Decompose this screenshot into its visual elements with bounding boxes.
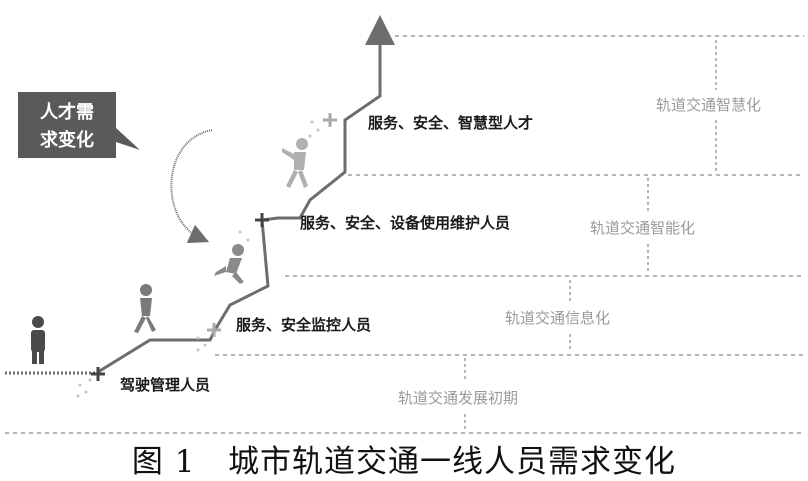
plus-icon <box>91 367 105 381</box>
figure-number: 图 1 <box>131 444 196 480</box>
level-guides <box>5 35 804 434</box>
stage-label-intel: 轨道交通智能化 <box>590 219 695 237</box>
curved-arrow <box>170 129 213 243</box>
callout-box: 人才需 求变化 <box>18 92 140 158</box>
growth-staircase <box>5 15 395 375</box>
stage-label-smart: 轨道交通智慧化 <box>656 96 761 114</box>
figure-title: 城市轨道交通一线人员需求变化 <box>228 444 677 480</box>
standing-person-icon <box>31 316 45 364</box>
callout-line-2: 求变化 <box>40 129 94 151</box>
plus-icon <box>207 323 221 337</box>
role-label-r1: 驾驶管理人员 <box>120 376 210 394</box>
climbing-person-icon <box>282 138 308 188</box>
plus-icon <box>255 213 269 227</box>
plus-icon <box>323 113 337 127</box>
stair-path <box>97 15 395 374</box>
running-person-icon <box>214 244 244 284</box>
role-label-r4: 服务、安全、智慧型人才 <box>368 114 533 132</box>
stage-label-initial: 轨道交通发展初期 <box>398 389 518 407</box>
walking-person-icon <box>134 284 156 333</box>
callout-line-1: 人才需 <box>40 101 94 123</box>
stage-separators <box>464 40 717 430</box>
figure-caption: 图 1 城市轨道交通一线人员需求变化 <box>0 436 808 481</box>
sparkle-dots <box>76 120 320 398</box>
role-label-r2: 服务、安全监控人员 <box>236 316 371 334</box>
step-markers <box>91 113 337 381</box>
role-label-r3: 服务、安全、设备使用维护人员 <box>300 214 510 232</box>
stage-label-info: 轨道交通信息化 <box>505 309 610 327</box>
